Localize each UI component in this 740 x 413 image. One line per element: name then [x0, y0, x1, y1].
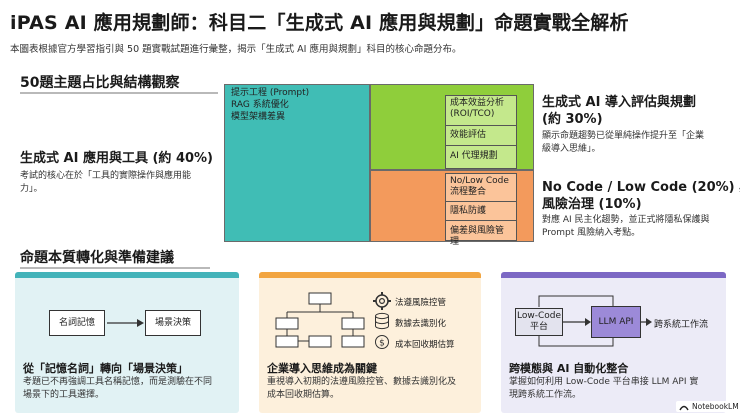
card-desc-line: 成本回收期估算。	[267, 389, 340, 400]
brand-name: NotebookLM	[692, 402, 739, 411]
node-label-line: Low-Code	[516, 311, 561, 321]
card-desc: 掌握如何利用 Low-Code 平台串接 LLM API 實 現跨系統工作流。	[509, 376, 698, 401]
treemap-label-roi-sub: (ROI/TCO)	[450, 109, 495, 119]
card-accent-band	[501, 272, 726, 278]
annotation-desc-nocode-risk: 對應 AI 民主化趨勢，並正式將隱私保護與 Prompt 風險納入考點。	[542, 214, 710, 239]
card-title: 從「記憶名詞」轉向「場景決策」	[23, 362, 188, 375]
treemap-group-adoption-items: 成本效益分析 (ROI/TCO) 效能評估 AI 代理規劃	[445, 95, 517, 169]
annotation-desc-line: 力」。	[20, 183, 43, 194]
notebooklm-logo-icon	[679, 405, 689, 410]
arrow-right-icon	[107, 319, 144, 327]
annotation-title-line: No Code / Low Code (20%) 與	[542, 180, 740, 195]
annotation-desc-line: 考試的核心在於「工具的實際操作與應用能	[20, 171, 192, 181]
node-cross-system-workflow: 跨系統工作流	[654, 320, 709, 330]
card-desc-line: 重視導入初期的法遵風險控管、數據去識別化及	[267, 377, 457, 387]
treemap-cell-performance: 效能評估	[446, 126, 516, 146]
database-icon	[375, 312, 389, 330]
treemap-cell-bias-risk: 偏差與風險管理	[450, 226, 505, 247]
svg-text:$: $	[379, 339, 385, 349]
card-accent-band	[259, 272, 481, 278]
annotation-title-nocode-risk: No Code / Low Code (20%) 與 風險治理 (10%)	[542, 179, 740, 213]
item-legal-risk: 法遵風險控管	[395, 298, 447, 308]
page-title: iPAS AI 應用規劃師：科目二「生成式 AI 應用與規劃」命題實戰全解析	[10, 12, 629, 34]
annotation-title-line: 生成式 AI 導入評估與規劃	[542, 95, 696, 110]
node-scenario-decision: 場景決策	[145, 310, 201, 336]
annotation-desc-adoption: 顯示命題趨勢已從單純操作提升至「企業 級導入思維」。	[542, 130, 704, 155]
workflow-connector	[538, 295, 652, 347]
annotation-title-line: 風險治理 (10%)	[542, 197, 642, 212]
treemap-group-nocode-items: No/Low Code 流程整合 隱私防護 偏差與風險管理	[445, 173, 517, 247]
annotation-desc-line: 級導入思維」。	[542, 143, 601, 154]
treemap-cell-nocode: No/Low Code 流程整合	[446, 174, 516, 202]
node-label-line: 平台	[529, 322, 548, 332]
page-subtitle: 本圖表根據官方學習指引與 50 題實戰試題進行彙整，揭示「生成式 AI 應用與規…	[10, 44, 462, 55]
treemap-label-roi: 成本效益分析	[450, 98, 505, 108]
treemap-block-nocode-risk: No/Low Code 流程整合 隱私防護 偏差與風險管理	[370, 170, 534, 247]
card-desc-line: 掌握如何利用 Low-Code 平台串接 LLM API 實	[509, 377, 699, 387]
card-desc-line: 場景下的工具選擇。	[23, 389, 105, 400]
treemap-block-adoption: 成本效益分析 (ROI/TCO) 效能評估 AI 代理規劃	[370, 84, 534, 170]
section-divider	[20, 92, 218, 94]
node-llm-api: LLM API	[591, 306, 641, 338]
card-multimodal-automation: Low-Code 平台 LLM API 跨系統工作流 跨模態與 AI 自動化整合…	[501, 272, 726, 413]
card-desc: 考題已不再強調工具名稱記憶，而是測驗在不同 場景下的工具選擇。	[23, 376, 212, 401]
section-title-recommendations: 命題本質轉化與準備建議	[20, 250, 174, 266]
annotation-desc-genai-tools: 考試的核心在於「工具的實際操作與應用能 力」。	[20, 170, 191, 195]
treemap-label-nocode: No/Low Code	[450, 176, 509, 186]
treemap-block-genai-tools: 提示工程 (Prompt) RAG 系統優化 模型架構差異	[224, 84, 370, 242]
annotation-desc-line: Prompt 風險納入考點。	[542, 227, 641, 238]
annotation-desc-line: 對應 AI 民主化趨勢，並正式將隱私保護與	[542, 215, 710, 225]
card-desc-line: 現跨系統工作流。	[509, 389, 582, 400]
dollar-icon: $	[375, 335, 389, 349]
treemap-label-nocode-sub: 流程整合	[450, 187, 487, 197]
treemap-cell-roi: 成本效益分析 (ROI/TCO)	[446, 96, 516, 126]
node-term-memory: 名詞記憶	[49, 310, 105, 336]
treemap: 提示工程 (Prompt) RAG 系統優化 模型架構差異 成本效益分析 (RO…	[224, 84, 534, 247]
flowchart-icon	[275, 292, 365, 348]
item-payback-estimate: 成本回收期估算	[395, 340, 455, 350]
brand-badge: NotebookLM	[676, 401, 740, 412]
card-title: 跨模態與 AI 自動化整合	[509, 362, 629, 375]
treemap-label-prompt: 提示工程 (Prompt)	[231, 88, 310, 98]
card-desc-line: 考題已不再強調工具名稱記憶，而是測驗在不同	[23, 377, 213, 387]
card-title: 企業導入思維成為關鍵	[267, 362, 377, 375]
treemap-cell-privacy: 隱私防護	[446, 202, 516, 221]
annotation-title-adoption: 生成式 AI 導入評估與規劃 (約 30%)	[542, 94, 696, 128]
section-title-distribution: 50題主題占比與結構觀察	[20, 75, 180, 91]
node-low-code-platform: Low-Code 平台	[515, 308, 563, 336]
annotation-desc-line: 顯示命題趨勢已從單純操作提升至「企業	[542, 131, 705, 141]
treemap-label-model-arch: 模型架構差異	[231, 112, 286, 122]
treemap-label-rag: RAG 系統優化	[231, 100, 289, 110]
annotation-title-line: (約 30%)	[542, 112, 603, 127]
treemap-cell-agent: AI 代理規劃	[450, 151, 498, 161]
section-divider	[20, 267, 210, 269]
item-data-deidentification: 數據去識別化	[395, 319, 447, 329]
card-enterprise-thinking: 法遵風險控管 數據去識別化 $ 成本回收期估算 企業導入思維成為關鍵 重視導入初…	[259, 272, 481, 413]
card-accent-band	[15, 272, 239, 278]
gear-icon	[373, 292, 391, 310]
card-scenario-decision: 名詞記憶 場景決策 從「記憶名詞」轉向「場景決策」 考題已不再強調工具名稱記憶，…	[15, 272, 239, 413]
card-desc: 重視導入初期的法遵風險控管、數據去識別化及 成本回收期估算。	[267, 376, 456, 401]
annotation-title-genai-tools: 生成式 AI 應用與工具 (約 40%)	[20, 151, 214, 166]
